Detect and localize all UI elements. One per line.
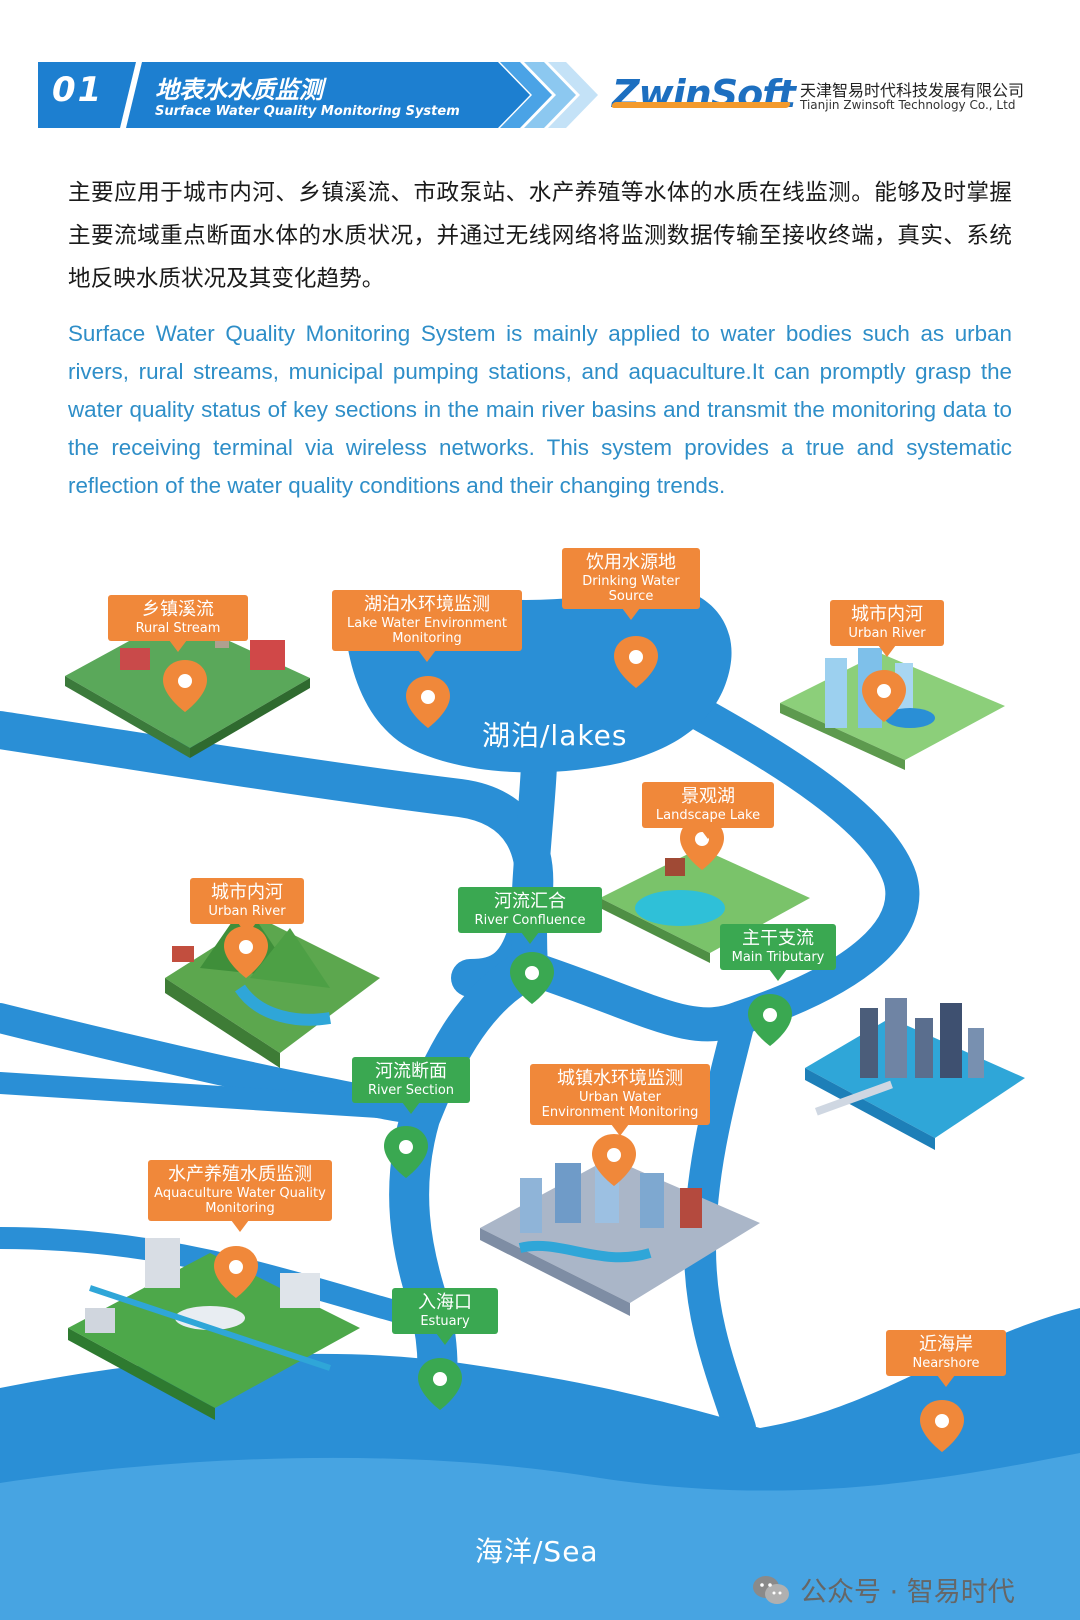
logo-swoosh — [610, 102, 792, 108]
tag-label-cn: 近海岸 — [919, 1334, 973, 1355]
tag-river-confluence: 河流汇合 River Confluence — [458, 887, 602, 944]
tag-label-en: Aquaculture Water Quality Monitoring — [154, 1186, 326, 1216]
tag-label-cn: 湖泊水环境监测 — [364, 594, 490, 615]
tag-label-en: Urban River — [848, 626, 926, 641]
tag-label-en: Urban Water Environment Monitoring — [541, 1090, 699, 1120]
header-banner — [38, 62, 598, 128]
tag-label-cn: 入海口 — [418, 1292, 472, 1313]
tag-label-en: River Confluence — [474, 913, 586, 928]
map-illustration — [0, 586, 1080, 1620]
company-logo: ZwinSoft — [612, 72, 796, 116]
tag-urban-river-left: 城市内河 Urban River — [190, 878, 304, 935]
tag-label-cn: 河流汇合 — [494, 891, 566, 912]
intro-text-en: Surface Water Quality Monitoring System … — [68, 321, 1012, 498]
tag-label-cn: 饮用水源地 — [586, 552, 676, 573]
tag-nearshore: 近海岸 Nearshore — [886, 1330, 1006, 1387]
lake-label: 湖泊/lakes — [482, 719, 628, 752]
tag-label-en: Urban River — [208, 904, 286, 919]
intro-text-cn: 主要应用于城市内河、乡镇溪流、市政泵站、水产养殖等水体的水质在线监测。能够及时掌… — [68, 180, 1012, 292]
sea-label: 海洋/Sea — [475, 1535, 599, 1568]
tag-urban-water-environment: 城镇水环境监测 Urban Water Environment Monitori… — [530, 1064, 710, 1136]
footer-watermark: 公众号 · 智易时代 — [752, 1570, 1015, 1609]
section-title-cn: 地表水水质监测 — [155, 76, 323, 104]
tag-label-cn: 城市内河 — [851, 604, 923, 625]
water-system-map: 湖泊/lakes 海洋/Sea 乡镇溪流 Rural Stream 湖泊水环境监… — [0, 548, 1080, 1620]
tag-label-cn: 城镇水环境监测 — [557, 1068, 683, 1089]
tag-label-cn: 河流断面 — [375, 1061, 447, 1082]
company-name-cn: 天津智易时代科技发展有限公司 — [800, 81, 1025, 100]
header: 01 地表水水质监测 Surface Water Quality Monitor… — [0, 0, 1080, 140]
tag-main-tributary: 主干支流 Main Tributary — [720, 924, 836, 981]
tag-label-en: River Section — [367, 1083, 455, 1098]
tag-landscape-lake: 景观湖 Landscape Lake — [642, 782, 774, 839]
tag-label-cn: 景观湖 — [681, 786, 735, 807]
tag-label-cn: 主干支流 — [742, 928, 814, 949]
tag-label-en: Lake Water Environment Monitoring — [347, 616, 507, 646]
tag-label-en: Landscape Lake — [655, 808, 761, 823]
tag-label-en: Drinking Water Source — [582, 574, 680, 604]
tag-label-en: Estuary — [420, 1314, 470, 1329]
company-name-en: Tianjin Zwinsoft Technology Co., Ltd — [800, 98, 1016, 112]
tag-label-cn: 乡镇溪流 — [142, 599, 214, 620]
section-title-en: Surface Water Quality Monitoring System — [155, 104, 460, 119]
tag-drinking-water-source: 饮用水源地 Drinking Water Source — [562, 548, 700, 620]
tag-estuary: 入海口 Estuary — [392, 1288, 498, 1345]
section-number: 01 — [52, 70, 104, 110]
map-markers — [163, 636, 964, 1452]
tag-urban-river-top: 城市内河 Urban River — [830, 600, 944, 657]
tag-aquaculture-monitoring: 水产养殖水质监测 Aquaculture Water Quality Monit… — [148, 1160, 332, 1232]
tag-label-cn: 水产养殖水质监测 — [168, 1164, 312, 1185]
tag-label-en: Main Tributary — [731, 950, 825, 965]
tag-label-cn: 城市内河 — [211, 882, 283, 903]
tag-rural-stream: 乡镇溪流 Rural Stream — [108, 595, 248, 652]
tag-label-en: Nearshore — [912, 1356, 980, 1371]
wechat-icon — [753, 1575, 789, 1604]
tag-river-section: 河流断面 River Section — [352, 1057, 470, 1114]
tag-lake-water-environment: 湖泊水环境监测 Lake Water Environment Monitorin… — [332, 590, 522, 662]
watermark-text: 公众号 · 智易时代 — [800, 1577, 1015, 1608]
tag-label-en: Rural Stream — [135, 621, 221, 636]
